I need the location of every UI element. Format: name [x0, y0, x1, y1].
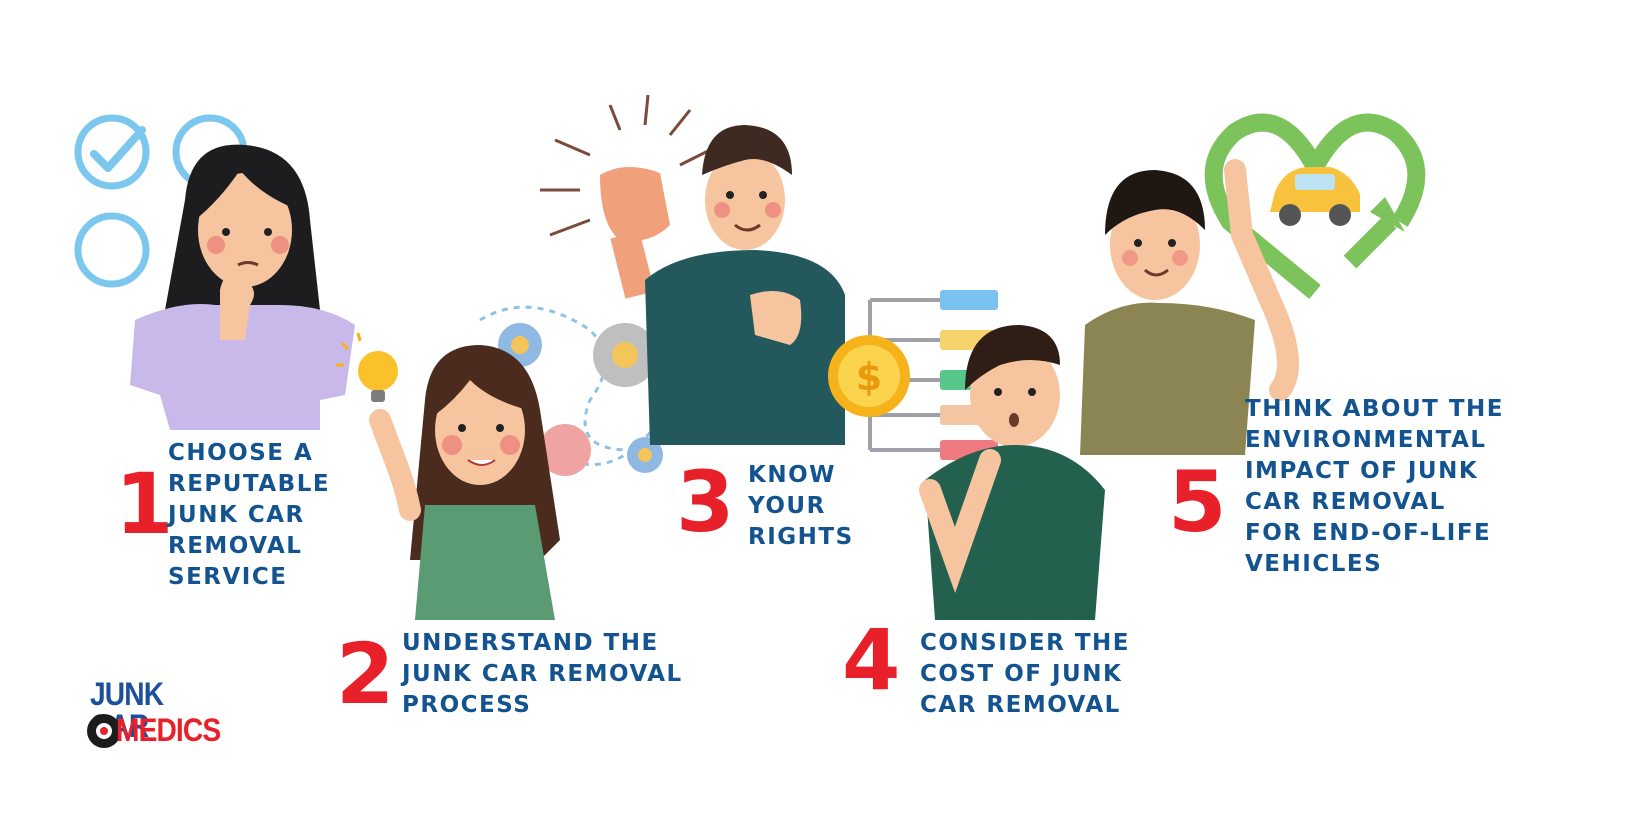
coin-symbol: $ — [856, 355, 882, 399]
woman-thinking-illustration — [130, 144, 355, 430]
step-3-text: KNOW YOUR RIGHTS — [748, 462, 854, 550]
junk-car-medics-logo: JUNK CAR MEDICS — [86, 676, 226, 756]
step-5-text: THINK ABOUT THE ENVIRONMENTAL IMPACT OF … — [1245, 396, 1504, 577]
man-thinking-illustration — [919, 325, 1105, 620]
man-fist-illustration — [540, 94, 845, 445]
recycle-heart-car-icon — [1204, 113, 1426, 299]
step-2-number: 2 — [336, 625, 395, 723]
step-4-number: 4 — [842, 611, 901, 709]
checklist-icon — [74, 114, 248, 288]
man-pointing-up-illustration — [1080, 159, 1299, 455]
gears-icon — [479, 305, 663, 476]
step-1-text: CHOOSE A REPUTABLE JUNK CAR REMOVAL SERV… — [168, 440, 331, 590]
step-3-number: 3 — [676, 453, 735, 551]
tire-icon — [87, 714, 121, 748]
logo-line-2: MEDICS — [116, 712, 221, 748]
step-1-number: 1 — [115, 455, 174, 553]
dollar-coin-icon: $ — [828, 335, 910, 417]
lightbulb-icon — [336, 332, 398, 402]
step-4-text: CONSIDER THE COST OF JUNK CAR REMOVAL — [920, 630, 1130, 718]
woman-pointing-illustration — [369, 345, 560, 620]
step-5-number: 5 — [1168, 453, 1227, 551]
step-2-text: UNDERSTAND THE JUNK CAR REMOVAL PROCESS — [402, 630, 683, 718]
